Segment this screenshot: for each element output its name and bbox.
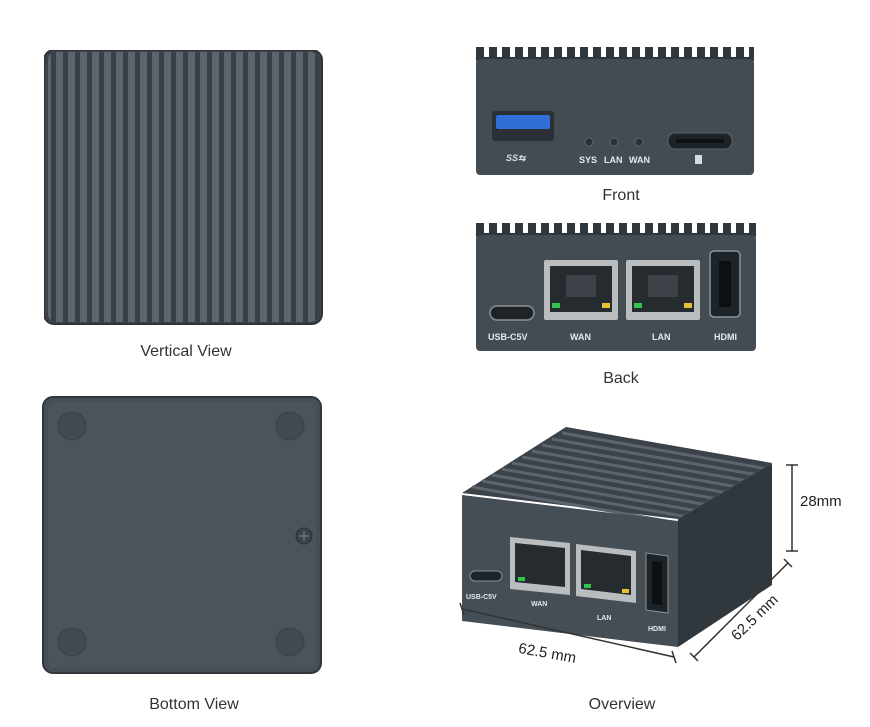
overview-wan-label: WAN [531,601,548,608]
rubber-foot-top-left [57,411,87,441]
front-lan-label: LAN [604,155,623,165]
overview-lan-label: LAN [597,615,612,622]
bottom-view-image [42,396,322,674]
front-caption: Front [602,187,640,204]
rubber-foot-bottom-left [57,627,87,657]
wan-led [634,137,644,147]
back-usbc-label: USB-C5V [488,332,528,342]
wan-port [544,260,618,320]
vertical-view-caption: Vertical View [140,343,232,360]
sys-led [584,137,594,147]
back-hdmi-label: HDMI [714,332,737,342]
rubber-foot-top-right [275,411,305,441]
overview-lan-port [576,544,636,603]
overview-usbc-label: USB-C5V [466,594,497,601]
lan-port [626,260,700,320]
front-view-image [476,47,754,175]
overview-usbc-port [469,570,503,582]
overview-hdmi-port [645,552,669,614]
rubber-foot-bottom-right [275,627,305,657]
vertical-view-image [44,50,323,325]
sd-card-icon [695,155,702,164]
back-caption: Back [603,370,639,387]
back-wan-label: WAN [570,332,591,342]
height-dimension-label: 28mm [800,493,842,510]
usbc-port [489,305,535,321]
front-wan-label: WAN [629,155,650,165]
back-view-image [476,223,756,351]
hdmi-port [709,250,741,318]
front-usb3-label: SS⇆ [506,153,526,163]
lan-led [609,137,619,147]
overview-caption: Overview [588,696,656,713]
bottom-view-caption: Bottom View [149,696,239,713]
overview-image [459,427,798,664]
front-sys-label: SYS [579,155,598,165]
overview-wan-port [510,537,570,595]
overview-hdmi-label: HDMI [648,626,666,633]
back-lan-label: LAN [652,332,671,342]
